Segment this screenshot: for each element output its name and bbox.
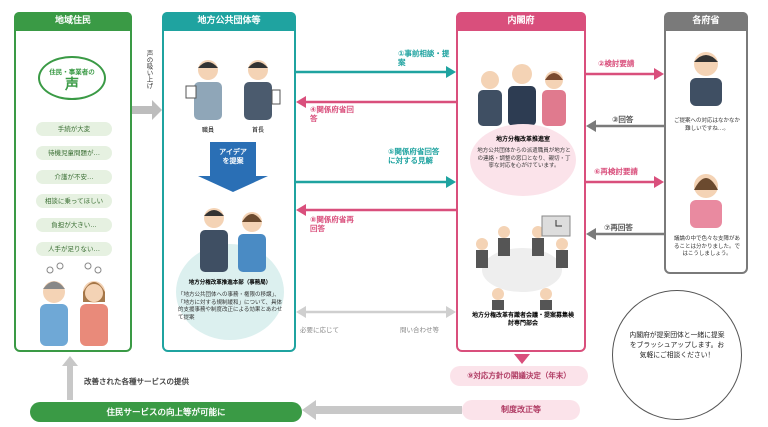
cabinet-office-text: 地方公共団体からの派遣職員が地方との連絡・調整の窓口となり、親切・丁寧な対応を心… [477,148,571,170]
voice-pill: 待機児童問題が… [36,146,112,160]
cabinet-title: 内閣府 [456,12,586,31]
reform-box [462,400,580,420]
reform-to-residents-arrow [302,400,462,420]
council-title: 地方分権改革有識者会議・提案募集検討専門部会 [471,312,574,328]
consult-note-circle [612,290,742,420]
ministry-woman-illustration [690,174,722,228]
local-support-title: 地方分権改革推進本部（事務局） [188,280,272,286]
chief-label: 首長 [251,127,264,134]
cabinet-down-arrow [514,354,530,364]
local-support-text: 「地方公共団体への事務・権限の移譲」、「地方に対する規制緩和」について、具体的支… [178,292,283,322]
staff-label: 職員 [201,127,214,134]
services-up-arrow [62,356,78,400]
local-support-people [200,208,266,272]
idea-arrow [210,142,256,176]
improvement-bar [30,402,302,422]
voice-collection-label: 声の吸い上げ [145,50,153,89]
residents-title: 地域住民 [14,12,132,31]
local-gov-staff-illustration [185,60,281,120]
ministry-reply-1: ご提案への対応はなかなか難しいですね…。 [673,118,740,132]
cabinet-decision-box [450,366,588,386]
arrow-label-5: ⑤関係府省回答に対する見解 [388,147,440,165]
ministry-official-illustration [690,52,722,106]
ministries-title: 各府省 [664,12,748,31]
gov-cabinet-arrows [296,66,456,318]
cabinet-team-illustration [478,64,566,126]
idea-arrow-head [198,176,268,192]
improvement-text: 住民サービスの向上等が可能に [106,408,226,418]
arrow-label-8: ⑧関係府省再回答 [310,215,354,233]
council-meeting-illustration [476,215,571,310]
voice-pill: 介護が不安… [36,170,112,184]
ministries-column: 各府省 [664,12,748,274]
ministry-reply-2: 議論の中で色々な支障があることは分かりました。ではこうしましょう。 [673,236,740,258]
residents-illustration [40,262,108,346]
cabinet-ministry-arrows [586,68,664,240]
cabinet-office-blob [470,124,576,196]
voice-bubble-top: 住民・事業者の [49,68,95,76]
inquiry-label: 問い合わせ等 [400,326,439,334]
voice-pill: 人手が足りない… [36,242,112,256]
voice-collection-arrow [132,100,162,120]
as-needed-label: 必要に応じて [300,326,339,334]
arrow-label-1: ①事前相談・提案 [398,49,450,67]
arrow-label-6: ⑥再検討要請 [594,167,638,176]
voice-bubble [38,56,106,100]
voice-pill: 負担が大きい… [36,218,112,232]
arrow-label-7: ⑦再回答 [604,223,633,232]
cabinet-decision-text: ⑨対応方針の閣議決定（年末） [467,371,571,380]
arrow-label-2: ②検討要請 [598,59,635,68]
idea-label: アイデア を提案 [219,148,247,165]
voice-bubble-big: 声 [65,77,79,93]
local-gov-title: 地方公共団体等 [162,12,296,31]
voice-pill: 手続が大変 [36,122,112,136]
arrow-label-4: ④関係府省回答 [310,105,354,123]
services-label: 改善された各種サービスの提供 [84,377,189,386]
consult-note-text: 内閣府が提案団体と一緒に提案をブラッシュアップします。お気軽にご相談ください！ [629,331,725,360]
arrow-label-3: ③回答 [612,115,634,124]
reform-text: 制度改正等 [501,405,541,414]
cabinet-office-title: 地方分権改革推進室 [495,136,550,143]
voice-pill: 相談に乗ってほしい [36,194,112,208]
